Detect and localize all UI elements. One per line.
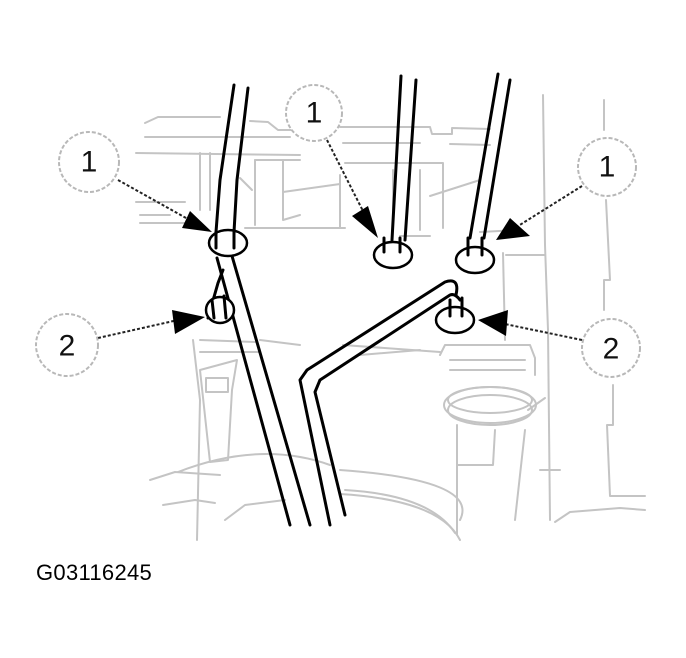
fitting-2-right — [434, 305, 476, 335]
fitting-1-right — [454, 245, 496, 275]
callout-number: 2 — [59, 330, 76, 363]
fitting-2-left — [204, 295, 236, 325]
brake-tubes — [206, 72, 512, 527]
fitting-1-center — [372, 240, 414, 270]
callout-2-middle-right: 2 — [478, 310, 641, 378]
callout-number: 2 — [603, 333, 620, 366]
callout-number: 1 — [599, 151, 616, 184]
callout-1-top-center: 1 — [285, 84, 378, 238]
callout-2-middle-left: 2 — [35, 310, 205, 377]
figure-id-label: G03116245 — [36, 560, 153, 585]
tube-fittings — [204, 228, 496, 335]
callout-1-top-right: 1 — [496, 137, 637, 240]
callout-number: 1 — [306, 97, 323, 130]
hydraulic-unit-housing-outline — [135, 94, 646, 541]
callout-number: 1 — [81, 146, 98, 179]
callout-1-top-left: 1 — [58, 131, 212, 232]
